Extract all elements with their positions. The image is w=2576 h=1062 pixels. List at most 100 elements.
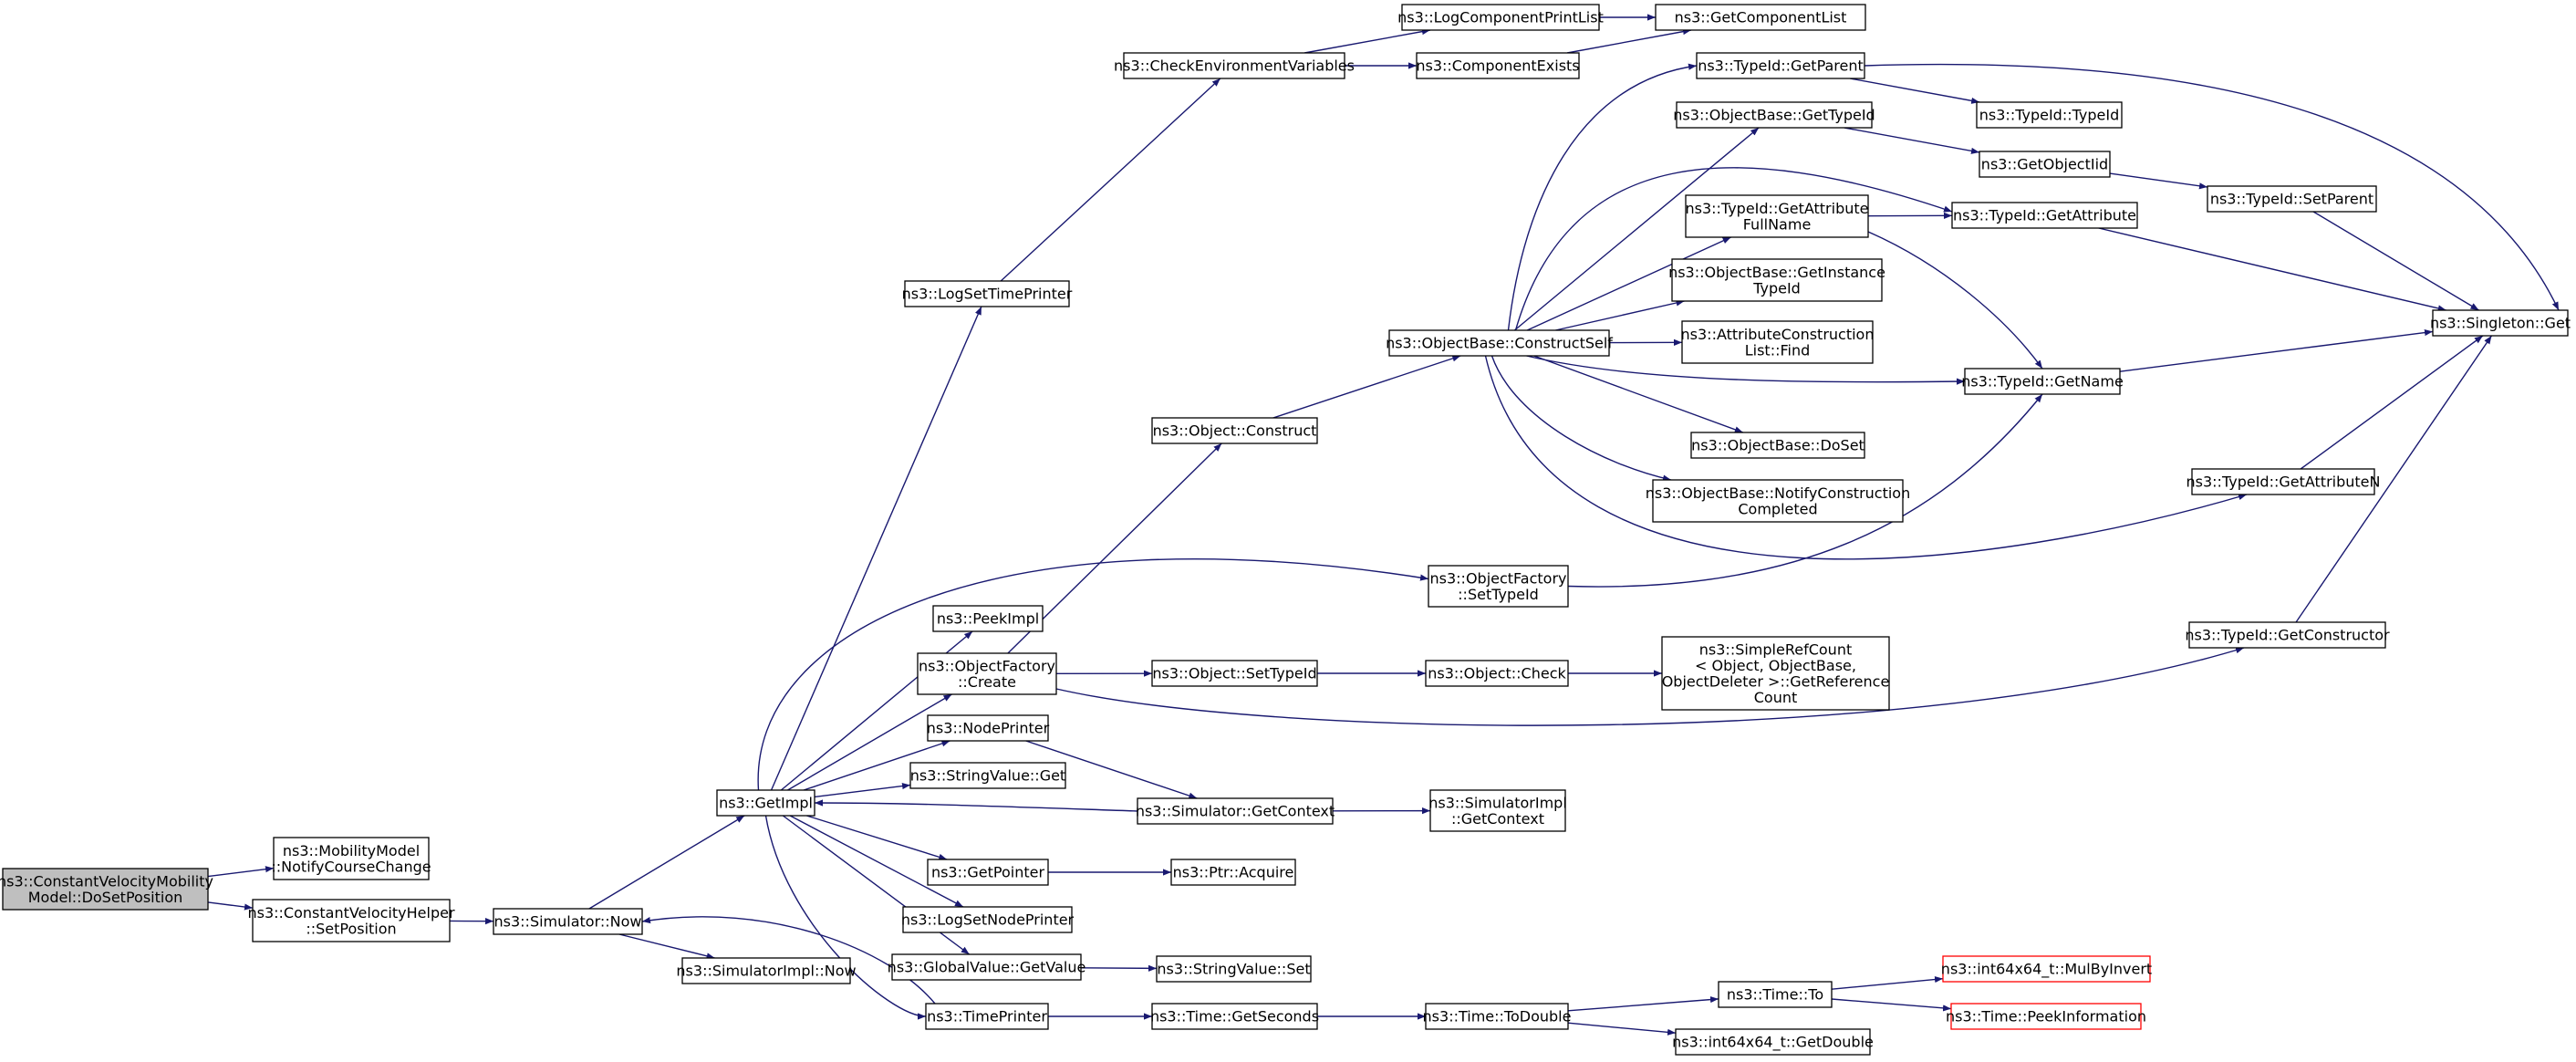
edge-getimpl-to-logsettime	[770, 306, 982, 791]
node-box	[1425, 660, 1569, 687]
node-ns3-object-settypeid[interactable]: ns3::Object::SetTypeId	[1151, 660, 1318, 687]
edge-layer	[207, 14, 2560, 1036]
node-ns3-typeid-getconstructor[interactable]: ns3::TypeId::GetConstructor	[2185, 621, 2390, 649]
edge-tgetname-to-singleton	[2119, 329, 2434, 372]
node-ns3-stringvalue-get[interactable]: ns3::StringValue::Get	[909, 762, 1066, 789]
node-label: ns3::Time::ToDouble	[1423, 1008, 1572, 1026]
node-label: ns3::Object::Check	[1428, 665, 1566, 682]
node-ns3-checkenvironmentvariables[interactable]: ns3::CheckEnvironmentVariables	[1114, 52, 1355, 79]
edge-getimpl-to-timeprinter	[764, 815, 927, 1020]
node-label: Completed	[1738, 500, 1817, 517]
node-ns3-logsettimeprinter[interactable]: ns3::LogSetTimePrinter	[902, 280, 1073, 307]
node-ns3-getobjectiid[interactable]: ns3::GetObjectIid	[1979, 151, 2111, 178]
node-ns3-object-construct[interactable]: ns3::Object::Construct	[1151, 417, 1318, 444]
node-ns3-time-todouble[interactable]: ns3::Time::ToDouble	[1423, 1003, 1572, 1030]
node-label: TypeId	[1752, 279, 1801, 297]
node-ns3-peekimpl[interactable]: ns3::PeekImpl	[932, 605, 1044, 632]
node-label: ns3::TypeId::SetParent	[2210, 191, 2373, 208]
node-ns3-singleton-get[interactable]: ns3::Singleton::Get	[2430, 309, 2571, 337]
node-ns3-globalvalue-getvalue[interactable]: ns3::GlobalValue::GetValue	[888, 953, 1086, 981]
node-label: Model::DoSetPosition	[28, 889, 183, 906]
edge-ofsettypeid-to-tgetname	[1567, 393, 2043, 588]
node-box	[1655, 4, 1866, 31]
node-box	[927, 714, 1049, 742]
node-ns3-getcomponentlist[interactable]: ns3::GetComponentList	[1655, 4, 1866, 31]
edge-tsetparent-to-singleton	[2312, 211, 2479, 311]
node-ns3-typeid-getattributen[interactable]: ns3::TypeId::GetAttributeN	[2186, 468, 2381, 495]
node-label: ns3::TypeId::GetConstructor	[2185, 627, 2390, 644]
node-ns3-time-getseconds[interactable]: ns3::Time::GetSeconds	[1150, 1003, 1319, 1030]
node-ns3-typeid-getparent[interactable]: ns3::TypeId::GetParent	[1696, 52, 1865, 79]
node-ns3-stringvalue-set[interactable]: ns3::StringValue::Set	[1156, 955, 1312, 983]
edge-nodeprinter-to-simgetctx	[1025, 740, 1198, 799]
node-ns3-objectfactory-create[interactable]: ns3::ObjectFactory::Create	[917, 652, 1057, 695]
edge-constructself-to-obgettypeid	[1513, 127, 1760, 331]
node-ns3-simplerefcount-object-objectbase-objectdeleter-getreference-count[interactable]: ns3::SimpleRefCount< Object, ObjectBase,…	[1661, 636, 1890, 711]
edge-constructself-to-tgetattr	[1514, 167, 1953, 331]
node-ns3-objectbase-notifyconstruction-completed[interactable]: ns3::ObjectBase::NotifyConstructionCompl…	[1646, 479, 1910, 523]
node-ns3-time-to[interactable]: ns3::Time::To	[1718, 981, 1833, 1008]
edge-constructself-to-obdoset	[1533, 355, 1744, 433]
node-ns3-ptr-acquire[interactable]: ns3::Ptr::Acquire	[1170, 859, 1296, 886]
node-label: ::GetContext	[1451, 810, 1544, 828]
node-ns3-timeprinter[interactable]: ns3::TimePrinter	[925, 1003, 1049, 1030]
node-ns3-objectbase-constructself[interactable]: ns3::ObjectBase::ConstructSelf	[1386, 329, 1613, 357]
node-label: ns3::Simulator::GetContext	[1136, 803, 1335, 820]
node-label: ns3::CheckEnvironmentVariables	[1114, 57, 1355, 75]
node-ns3-typeid-getattribute[interactable]: ns3::TypeId::GetAttribute	[1951, 202, 2138, 229]
edge-now-to-getimpl	[588, 815, 745, 910]
node-box	[1401, 4, 1600, 31]
node-ns3-simulatorimpl-getcontext[interactable]: ns3::SimulatorImpl::GetContext	[1428, 789, 1567, 832]
edge-tgetparent-to-singleton	[1864, 63, 2560, 311]
edge-root-to-cvh	[207, 901, 254, 911]
node-ns3-componentexists[interactable]: ns3::ComponentExists	[1416, 52, 1580, 79]
edge-timetodouble-to-getdouble	[1567, 1022, 1677, 1036]
node-ns3-simulator-getcontext[interactable]: ns3::Simulator::GetContext	[1136, 797, 1335, 825]
node-box	[1652, 479, 1904, 523]
node-label: Count	[1754, 689, 1798, 706]
node-ns3-time-peekinformation[interactable]: ns3::Time::PeekInformation	[1946, 1003, 2146, 1030]
node-label: ns3::ObjectBase::ConstructSelf	[1386, 335, 1613, 352]
node-box	[1951, 202, 2138, 229]
node-box	[2, 868, 209, 911]
node-box	[2191, 468, 2375, 495]
node-ns3-int64x64-t-getdouble[interactable]: ns3::int64x64_t::GetDouble	[1672, 1028, 1874, 1056]
edge-tgetattrn-to-singleton	[2300, 335, 2484, 470]
node-label: ns3::TypeId::GetName	[1961, 373, 2124, 390]
node-label: ns3::int64x64_t::MulByInvert	[1941, 961, 2152, 979]
node-ns3-int64x64-t-mulbyinvert[interactable]: ns3::int64x64_t::MulByInvert	[1941, 955, 2152, 983]
edge-getimpl-to-ofcreate	[787, 693, 952, 791]
node-ns3-typeid-setparent[interactable]: ns3::TypeId::SetParent	[2207, 185, 2377, 213]
node-ns3-typeid-typeid[interactable]: ns3::TypeId::TypeId	[1976, 101, 2123, 129]
node-ns3-typeid-getname[interactable]: ns3::TypeId::GetName	[1961, 368, 2124, 395]
node-ns3-simulatorimpl-now[interactable]: ns3::SimulatorImpl::Now	[676, 957, 857, 984]
node-ns3-nodeprinter[interactable]: ns3::NodePrinter	[927, 714, 1050, 742]
node-ns3-objectbase-gettypeid[interactable]: ns3::ObjectBase::GetTypeId	[1673, 101, 1875, 129]
node-ns3-constantvelocityhelper-setposition[interactable]: ns3::ConstantVelocityHelper::SetPosition	[247, 899, 455, 942]
edge-timetodouble-to-timeto	[1567, 995, 1719, 1012]
node-label: ns3::StringValue::Set	[1157, 961, 1310, 978]
node-box	[1685, 194, 1869, 238]
node-ns3-logsetnodeprinter[interactable]: ns3::LogSetNodePrinter	[901, 906, 1075, 933]
edge-getimpl-to-stringvalget	[814, 782, 911, 798]
node-box	[932, 605, 1044, 632]
node-label: ns3::SimulatorImpl::Now	[676, 963, 856, 980]
node-label: ns3::GlobalValue::GetValue	[888, 959, 1086, 976]
node-ns3-getpointer[interactable]: ns3::GetPointer	[927, 859, 1049, 886]
node-ns3-objectfactory-settypeid[interactable]: ns3::ObjectFactory::SetTypeId	[1428, 565, 1569, 608]
node-box	[1675, 1028, 1871, 1056]
node-ns3-logcomponentprintlist[interactable]: ns3::LogComponentPrintList	[1397, 4, 1604, 31]
node-label: ns3::GetObjectIid	[1981, 156, 2108, 173]
node-ns3-objectbase-doset[interactable]: ns3::ObjectBase::DoSet	[1690, 432, 1865, 459]
node-ns3-object-check[interactable]: ns3::Object::Check	[1425, 660, 1569, 687]
node-ns3-getimpl[interactable]: ns3::GetImpl	[716, 789, 815, 817]
node-label: ns3::ObjectBase::GetTypeId	[1673, 107, 1875, 124]
node-box	[2432, 309, 2569, 337]
node-ns3-mobilitymodel-notifycoursechange[interactable]: ns3::MobilityModel::NotifyCourseChange	[271, 837, 431, 880]
node-ns3-simulator-now[interactable]: ns3::Simulator::Now	[493, 908, 643, 935]
node-box	[2207, 185, 2377, 213]
node-ns3-constantvelocitymobility-model-dosetposition[interactable]: ns3::ConstantVelocityMobilityModel::DoSe…	[0, 868, 213, 911]
